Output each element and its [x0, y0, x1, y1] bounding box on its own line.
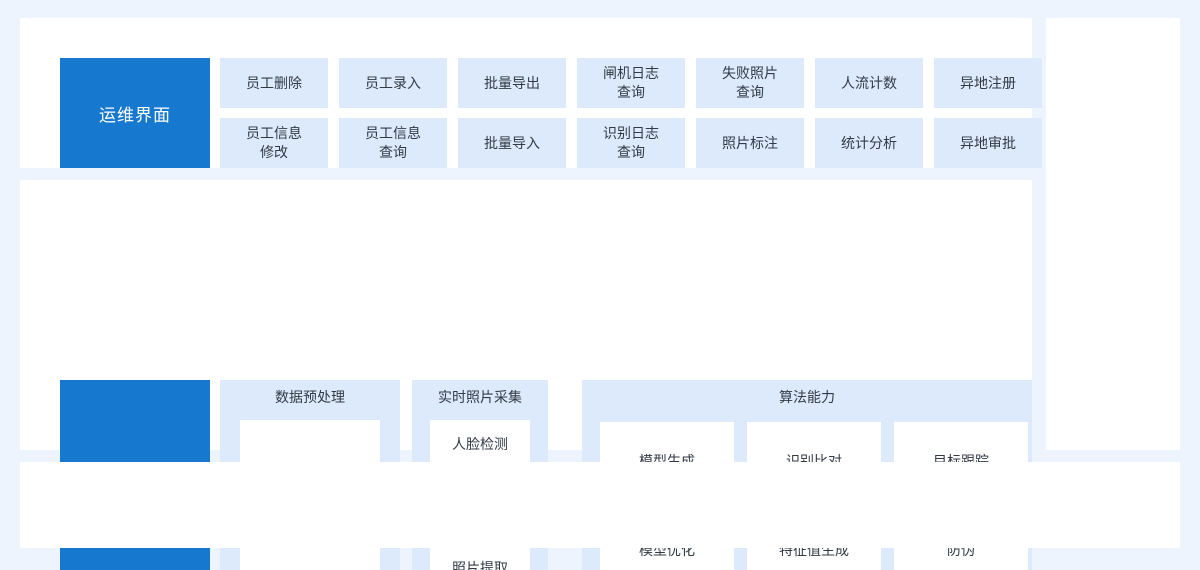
interface-panel: 接口 闸机 OA [1046, 18, 1180, 450]
algo-cell-face-detection[interactable]: 人脸检测 [430, 420, 530, 468]
ops-cell-remote-approval[interactable]: 异地审批 [934, 118, 1042, 168]
ops-section-label: 运维界面 [60, 58, 210, 168]
ops-cell-employee-entry[interactable]: 员工录入 [339, 58, 447, 108]
algo-cell-photo-extraction[interactable]: 照片提取 [430, 544, 530, 570]
ops-cell-gate-log-query[interactable]: 闸机日志 查询 [577, 58, 685, 108]
ops-cell-statistical-analysis[interactable]: 统计分析 [815, 118, 923, 168]
ops-cell-employee-delete[interactable]: 员工删除 [220, 58, 328, 108]
ops-cell-remote-registration[interactable]: 异地注册 [934, 58, 1042, 108]
ops-cell-batch-export[interactable]: 批量导出 [458, 58, 566, 108]
ops-cell-batch-import[interactable]: 批量导入 [458, 118, 566, 168]
ops-cell-photo-annotation[interactable]: 照片标注 [696, 118, 804, 168]
storage-panel: 数据存储 员工照片特征数据 员工信息 闸机日志 门禁照片 识别日志 [20, 462, 1180, 548]
ops-cell-recognition-log-query[interactable]: 识别日志 查询 [577, 118, 685, 168]
group-title-realtime-photo-capture: 实时照片采集 [438, 389, 522, 405]
algorithm-panel: 算法模型 数据预处理 训练、验证数 据生成 实时照片采集 人脸检测 清晰度、 比… [20, 180, 1032, 570]
ops-panel: 运维界面 员工删除 员工录入 批量导出 闸机日志 查询 失败照片 查询 人流计数… [20, 18, 1042, 168]
ops-cell-failed-photo-query[interactable]: 失败照片 查询 [696, 58, 804, 108]
group-title-data-preprocessing: 数据预处理 [275, 389, 345, 405]
ops-cell-employee-info-query[interactable]: 员工信息 查询 [339, 118, 447, 168]
ops-cell-people-flow-count[interactable]: 人流计数 [815, 58, 923, 108]
ops-cell-employee-info-edit[interactable]: 员工信息 修改 [220, 118, 328, 168]
group-title-algorithm-capabilities: 算法能力 [779, 389, 835, 405]
